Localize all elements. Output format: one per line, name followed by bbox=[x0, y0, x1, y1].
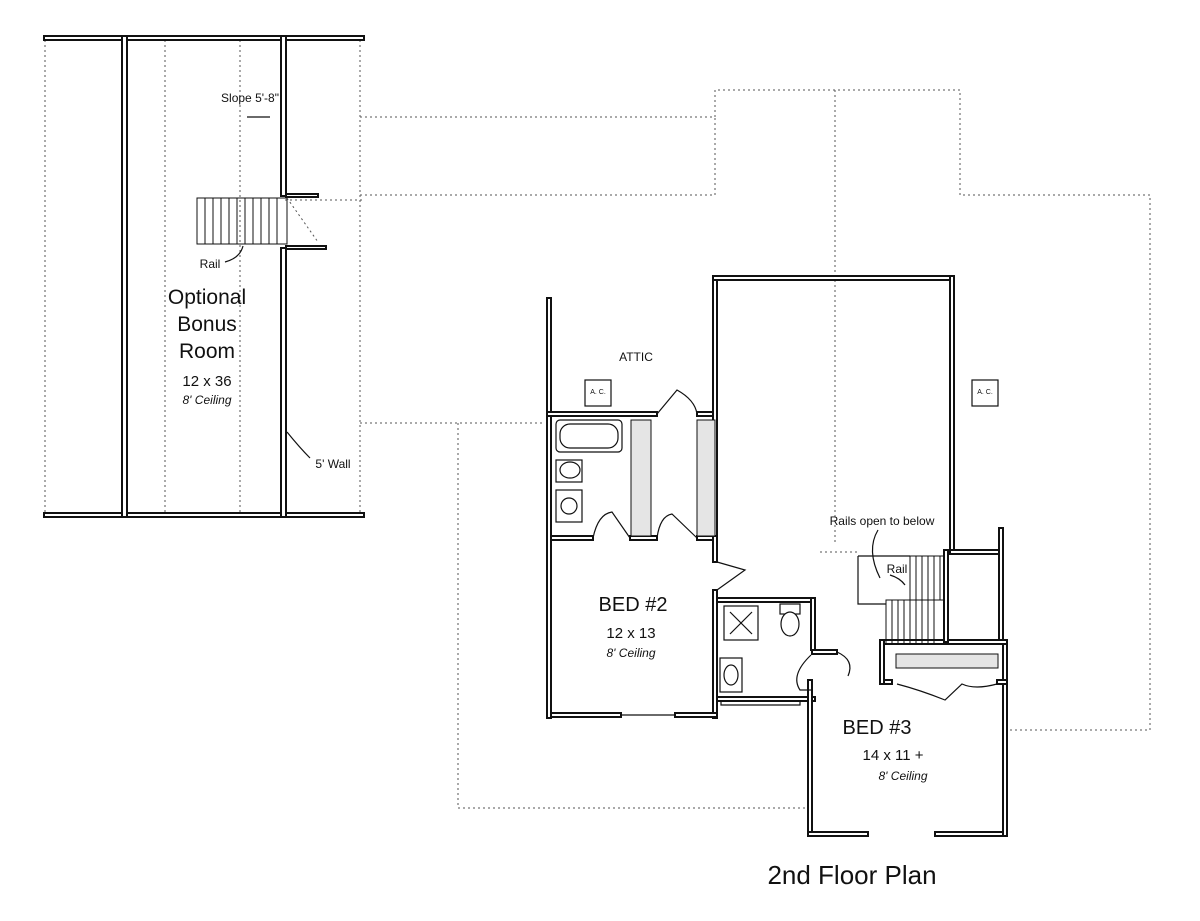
ac-unit-left-label: A. C. bbox=[590, 389, 606, 396]
main-stairs bbox=[820, 529, 945, 645]
plan-title: 2nd Floor Plan bbox=[767, 860, 937, 890]
bed2-ceiling: 8' Ceiling bbox=[606, 646, 656, 660]
bed3-size: 14 x 11 + bbox=[862, 747, 924, 764]
bed2-size: 12 x 13 bbox=[606, 625, 656, 642]
bonus-room-name-line-2: Bonus bbox=[177, 313, 237, 336]
bed2-name: BED #2 bbox=[598, 594, 668, 616]
bonus-room-name-line-3: Room bbox=[178, 340, 236, 363]
bonus-room-walls bbox=[43, 35, 365, 518]
five-foot-wall-note: 5' Wall bbox=[315, 457, 351, 471]
bonus-rail-note: Rail bbox=[199, 257, 221, 271]
bed3-name: BED #3 bbox=[842, 717, 912, 739]
attic-label: ATTIC bbox=[619, 350, 653, 364]
slope-note: Slope 5'-8" bbox=[221, 91, 279, 105]
rails-open-note: Rails open to below bbox=[829, 514, 935, 528]
door-swings bbox=[592, 389, 998, 716]
bonus-room-ceiling: 8' Ceiling bbox=[182, 393, 232, 407]
stair-rail-note: Rail bbox=[886, 562, 908, 576]
bonus-room-size: 12 x 36 bbox=[182, 373, 232, 390]
ac-unit-right-label: A. C. bbox=[977, 389, 993, 396]
bonus-stair bbox=[196, 116, 319, 459]
bed3-ceiling: 8' Ceiling bbox=[878, 769, 928, 783]
roof-outline-dotted bbox=[44, 40, 1151, 809]
bath-fixtures bbox=[555, 379, 999, 693]
bonus-room-name-line-1: Optional bbox=[167, 286, 247, 309]
